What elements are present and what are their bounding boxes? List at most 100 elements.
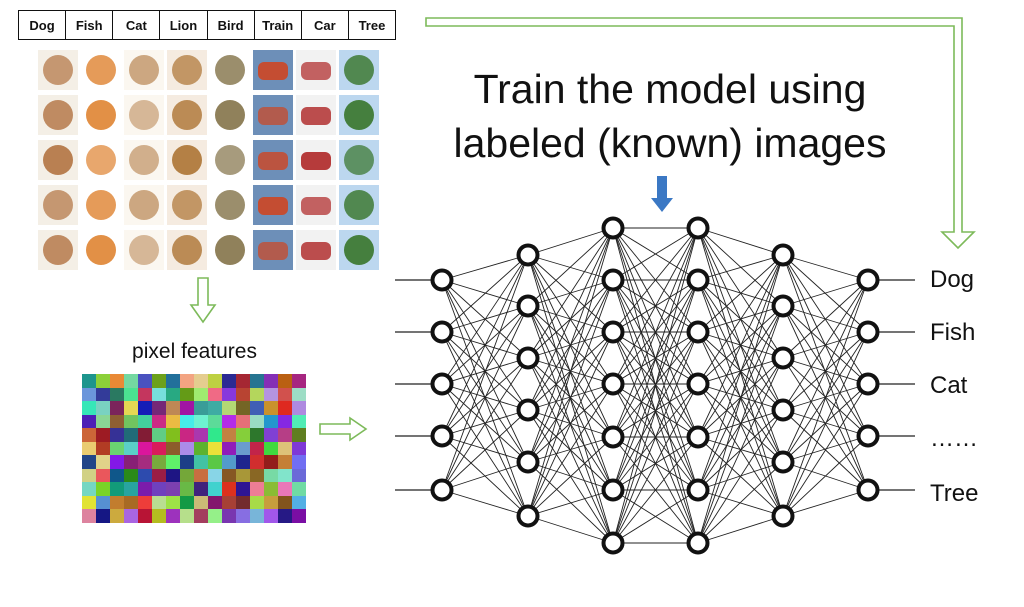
pixel-cell (96, 374, 110, 388)
pixel-cell (180, 387, 194, 401)
network-edge (527, 227, 614, 307)
pixel-cell (180, 482, 194, 496)
network-edge (782, 331, 869, 517)
lion-photo-icon (167, 50, 207, 90)
pixel-cell (250, 414, 264, 428)
network-node (601, 372, 625, 396)
pixel-cell (222, 441, 236, 455)
pixel-cell (292, 468, 306, 482)
pixel-cell (250, 455, 264, 469)
network-edge (782, 279, 869, 517)
pixel-cell (82, 401, 96, 415)
network-edge (441, 254, 529, 385)
pixel-cell (208, 374, 222, 388)
label-cell-bird: Bird (208, 11, 255, 39)
network-edge (441, 254, 529, 437)
pixel-cell (194, 441, 208, 455)
pixel-cell (166, 468, 180, 482)
network-edge (527, 227, 614, 517)
flow-arrow-to-network (319, 416, 368, 442)
pixel-cell (82, 414, 96, 428)
network-edge (527, 227, 614, 256)
network-edge (527, 515, 614, 544)
pixel-cell (194, 482, 208, 496)
network-edge (612, 227, 699, 385)
pixel-cell (152, 374, 166, 388)
pixel-cell (292, 414, 306, 428)
network-node (771, 346, 795, 370)
pixel-cell (208, 414, 222, 428)
pixel-cell (194, 387, 208, 401)
pixel-cell (110, 509, 124, 523)
flow-arrow-to-pixels (189, 277, 217, 324)
pixel-cell (124, 414, 138, 428)
lion-photo-icon (167, 140, 207, 180)
network-node (430, 372, 454, 396)
pixel-cell (250, 495, 264, 509)
pixel-cell (96, 482, 110, 496)
pixel-cell (180, 428, 194, 442)
cat-photo-icon (124, 95, 164, 135)
pixel-cell (194, 495, 208, 509)
pixel-cell (180, 455, 194, 469)
pixel-cell (250, 401, 264, 415)
flow-arrow-to-outputs (425, 17, 976, 250)
train-photo-icon (253, 185, 293, 225)
network-node (686, 478, 710, 502)
car-photo-icon (296, 140, 336, 180)
pixel-cell (292, 455, 306, 469)
output-label-ellipsis: …… (930, 425, 978, 452)
network-edges (395, 227, 915, 544)
network-edge (697, 254, 784, 438)
pixel-cell (96, 455, 110, 469)
pixel-cell (208, 468, 222, 482)
pixel-cell (166, 428, 180, 442)
train-photo-icon (253, 140, 293, 180)
output-label-fish: Fish (930, 319, 976, 346)
network-edge (782, 383, 869, 517)
network-node (601, 531, 625, 555)
pixel-cell (236, 495, 250, 509)
bird-photo-icon (210, 95, 250, 135)
bird-photo-icon (210, 230, 250, 270)
bird-photo-icon (210, 185, 250, 225)
network-node (686, 372, 710, 396)
network-node (686, 216, 710, 240)
pixel-cell (278, 482, 292, 496)
network-edge (527, 227, 614, 463)
pixel-cell (124, 387, 138, 401)
pixel-cell (194, 414, 208, 428)
pixel-cell (166, 482, 180, 496)
pixel-cell (236, 509, 250, 523)
output-label-dog: Dog (930, 266, 975, 293)
lion-photo-icon (167, 95, 207, 135)
pixel-cell (250, 374, 264, 388)
train-photo-icon (253, 230, 293, 270)
pixel-cell (292, 482, 306, 496)
pixel-cell (180, 401, 194, 415)
pixel-cell (110, 441, 124, 455)
network-edge (697, 383, 784, 463)
car-photo-icon (296, 230, 336, 270)
pixel-cell (96, 441, 110, 455)
network-node (516, 398, 540, 422)
network-node (516, 346, 540, 370)
dog-photo-icon (38, 230, 78, 270)
network-edge (782, 254, 869, 333)
pixel-cell (250, 428, 264, 442)
pixel-cell (82, 455, 96, 469)
network-node (771, 504, 795, 528)
pixel-cell (278, 387, 292, 401)
pixel-cell (138, 455, 152, 469)
pixel-cell (264, 414, 278, 428)
pixel-cell (180, 414, 194, 428)
pixel-cell (208, 387, 222, 401)
pixel-cell (250, 509, 264, 523)
network-edge (697, 227, 784, 256)
pixel-cell (166, 374, 180, 388)
pixel-cell (264, 374, 278, 388)
pixel-cell (292, 495, 306, 509)
pixel-cell (96, 509, 110, 523)
dog-photo-icon (38, 50, 78, 90)
tree-photo-icon (339, 230, 379, 270)
